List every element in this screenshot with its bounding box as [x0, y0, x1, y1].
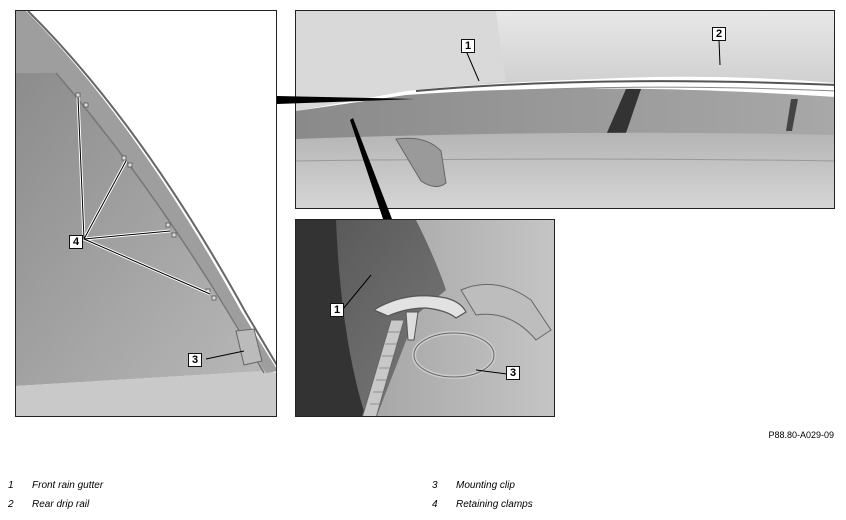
legend-number: 4 — [432, 499, 438, 510]
a-pillar-illustration — [16, 11, 276, 416]
callout-1-front-rain-gutter: 1 — [461, 39, 476, 53]
legend-number: 1 — [8, 480, 14, 491]
legend-item-4: 4 Retaining clamps — [432, 499, 533, 510]
callout-2-rear-drip-rail: 2 — [712, 27, 727, 41]
gutter-cross-section-view: 1 3 — [295, 219, 555, 417]
figure-code: P88.80-A029-09 — [768, 430, 834, 440]
legend-text: Front rain gutter — [32, 480, 104, 491]
callout-1-front-rain-gutter: 1 — [330, 303, 345, 317]
callout-4-retaining-clamps: 4 — [69, 235, 84, 249]
legend-text: Rear drip rail — [32, 499, 90, 510]
roof-side-illustration — [296, 11, 834, 208]
legend-number: 3 — [432, 480, 438, 491]
legend-item-1: 1 Front rain gutter — [8, 480, 103, 491]
legend-item-3: 3 Mounting clip — [432, 480, 515, 491]
legend-item-2: 2 Rear drip rail — [8, 499, 89, 510]
legend-text: Mounting clip — [456, 480, 515, 491]
legend-text: Retaining clamps — [456, 499, 533, 510]
callout-3-mounting-clip: 3 — [188, 353, 203, 367]
roof-side-view: 1 2 — [295, 10, 835, 209]
gutter-section-illustration — [296, 220, 554, 416]
a-pillar-detail-view: 4 3 — [15, 10, 277, 417]
legend-number: 2 — [8, 499, 14, 510]
callout-3-mounting-clip: 3 — [506, 366, 521, 380]
